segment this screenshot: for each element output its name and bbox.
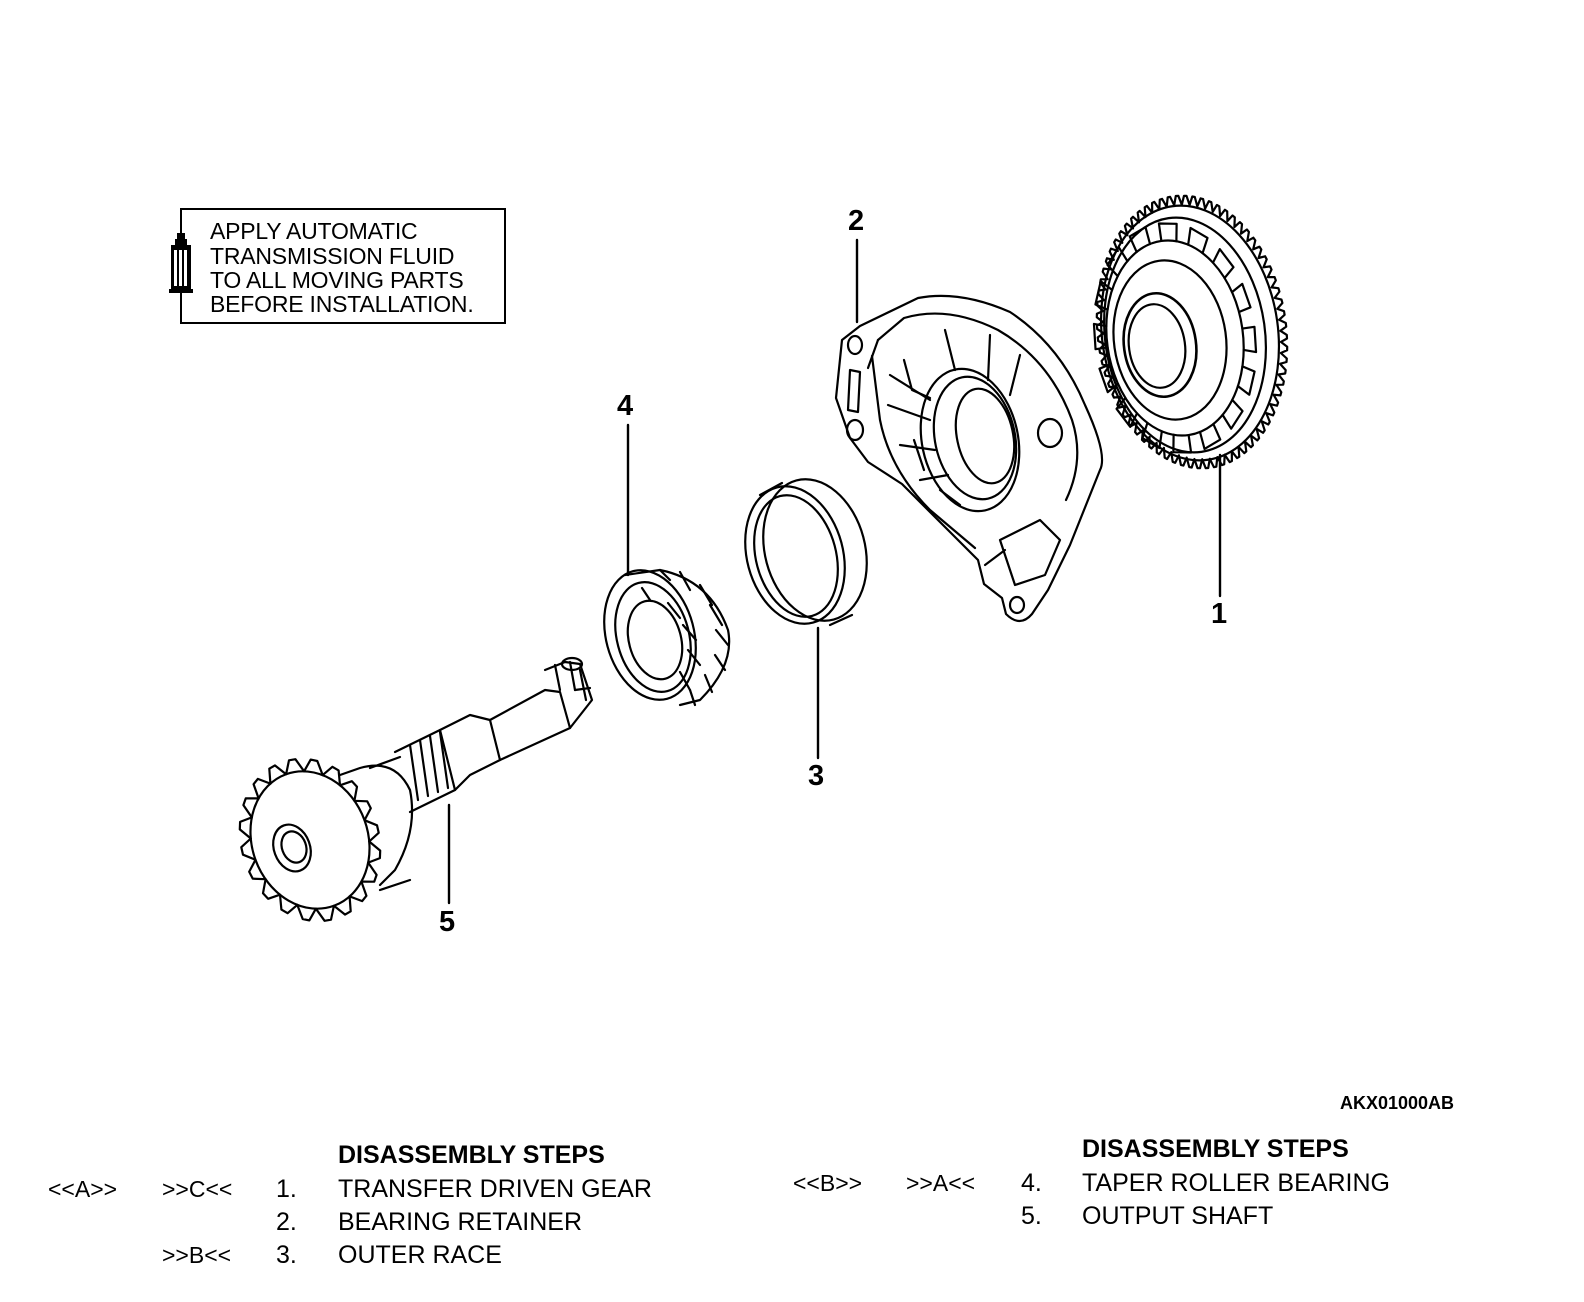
- steps-left-row-1-install: >>C<<: [162, 1176, 233, 1202]
- gear-hub-lug: [1157, 222, 1178, 243]
- leader-lines: [447, 238, 1222, 905]
- steps-right-row-1-num: 4.: [1021, 1169, 1042, 1197]
- bearing-retainer: [834, 294, 1104, 623]
- steps-right-row-1-removal: <<B>>: [793, 1170, 863, 1196]
- gear-hub-lug: [1172, 433, 1193, 454]
- gear-hub-lug: [1187, 226, 1209, 255]
- steps-left-row-1-name: TRANSFER DRIVEN GEAR: [338, 1175, 652, 1203]
- oil-bottle-icon: [169, 233, 193, 293]
- gear-hub-lug: [1198, 422, 1222, 450]
- gear-hub-lug: [1094, 280, 1114, 311]
- steps-left-row-3-num: 3.: [276, 1241, 297, 1269]
- gear-hub-lug: [1236, 365, 1256, 396]
- steps-right-row-2-num: 5.: [1021, 1202, 1042, 1230]
- figure-id: AKX01000AB: [1340, 1093, 1455, 1113]
- gear-hub-lug: [1241, 325, 1258, 354]
- note-line-4: BEFORE INSTALLATION.: [210, 291, 474, 317]
- note-line-1: APPLY AUTOMATIC: [210, 218, 418, 244]
- steps-left-row-1-num: 1.: [276, 1175, 297, 1203]
- note-line-2: TRANSMISSION FLUID: [210, 243, 455, 269]
- gear-hub-lug: [1115, 396, 1139, 428]
- atf-note-box: APPLY AUTOMATIC TRANSMISSION FLUID TO AL…: [169, 208, 506, 324]
- gear-hub-lug: [1092, 322, 1109, 351]
- taper-roller-bearing: [603, 568, 731, 707]
- callout-3: 3: [808, 760, 825, 792]
- callout-2: 2: [848, 205, 865, 237]
- transfer-driven-gear: [1092, 194, 1289, 470]
- gear-hub-lug: [1098, 362, 1120, 394]
- gear-hub-lug: [1221, 398, 1244, 430]
- gear-hub-lug: [1141, 421, 1163, 450]
- steps-right-row-1-install: >>A<<: [906, 1170, 976, 1196]
- steps-left-row-3-install: >>B<<: [162, 1242, 232, 1268]
- callout-4: 4: [617, 390, 634, 422]
- steps-right-row-2-name: OUTPUT SHAFT: [1082, 1202, 1274, 1230]
- output-shaft: [238, 656, 594, 922]
- steps-right-title: DISASSEMBLY STEPS: [1082, 1135, 1349, 1163]
- pinion-teeth: [238, 758, 382, 922]
- steps-left-row-2-num: 2.: [276, 1208, 297, 1236]
- steps-left-title: DISASSEMBLY STEPS: [338, 1141, 605, 1169]
- steps-right-row-1-name: TAPER ROLLER BEARING: [1082, 1169, 1390, 1197]
- callout-1: 1: [1211, 598, 1228, 630]
- callout-5: 5: [439, 906, 456, 938]
- steps-left-row-3-name: OUTER RACE: [338, 1241, 502, 1269]
- steps-left-row-1-removal: <<A>>: [48, 1176, 118, 1202]
- gear-hub-lug: [1230, 282, 1252, 314]
- steps-left-row-2-name: BEARING RETAINER: [338, 1208, 583, 1236]
- gear-hub-lug: [1211, 248, 1235, 280]
- gear-hub-lug: [1106, 246, 1129, 278]
- gear-hub-lug: [1128, 226, 1152, 254]
- note-line-3: TO ALL MOVING PARTS: [210, 267, 464, 293]
- outer-race: [744, 478, 868, 627]
